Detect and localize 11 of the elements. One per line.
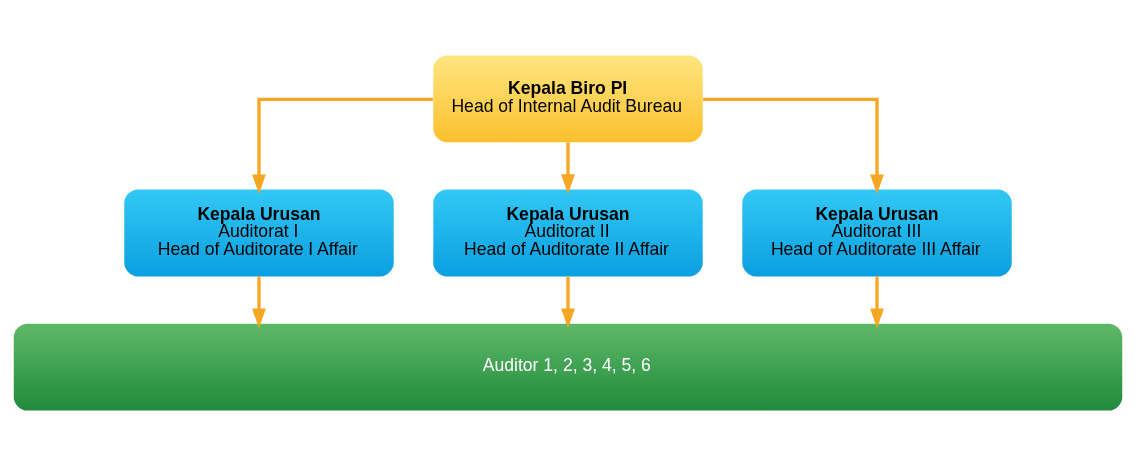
arrow (252, 276, 266, 329)
node-box: Kepala Urusan Auditorat I Head of Auditorate I Affair (124, 189, 394, 277)
node-box: Kepala Biro PI Head of Internal Audit Bureau (433, 55, 703, 143)
arrow (561, 276, 575, 329)
node-box: Kepala Urusan Auditorat II Head of Auditorate II Affair (433, 189, 703, 277)
arrow (870, 276, 884, 329)
node-box: Kepala Urusan Auditorat III Head of Auditorate III Affair (742, 189, 1012, 277)
arrow (252, 97, 433, 195)
node-box: Auditor 1, 2, 3, 4, 5, 6 (13, 323, 1123, 411)
arrow (703, 97, 884, 195)
arrow (561, 142, 575, 195)
